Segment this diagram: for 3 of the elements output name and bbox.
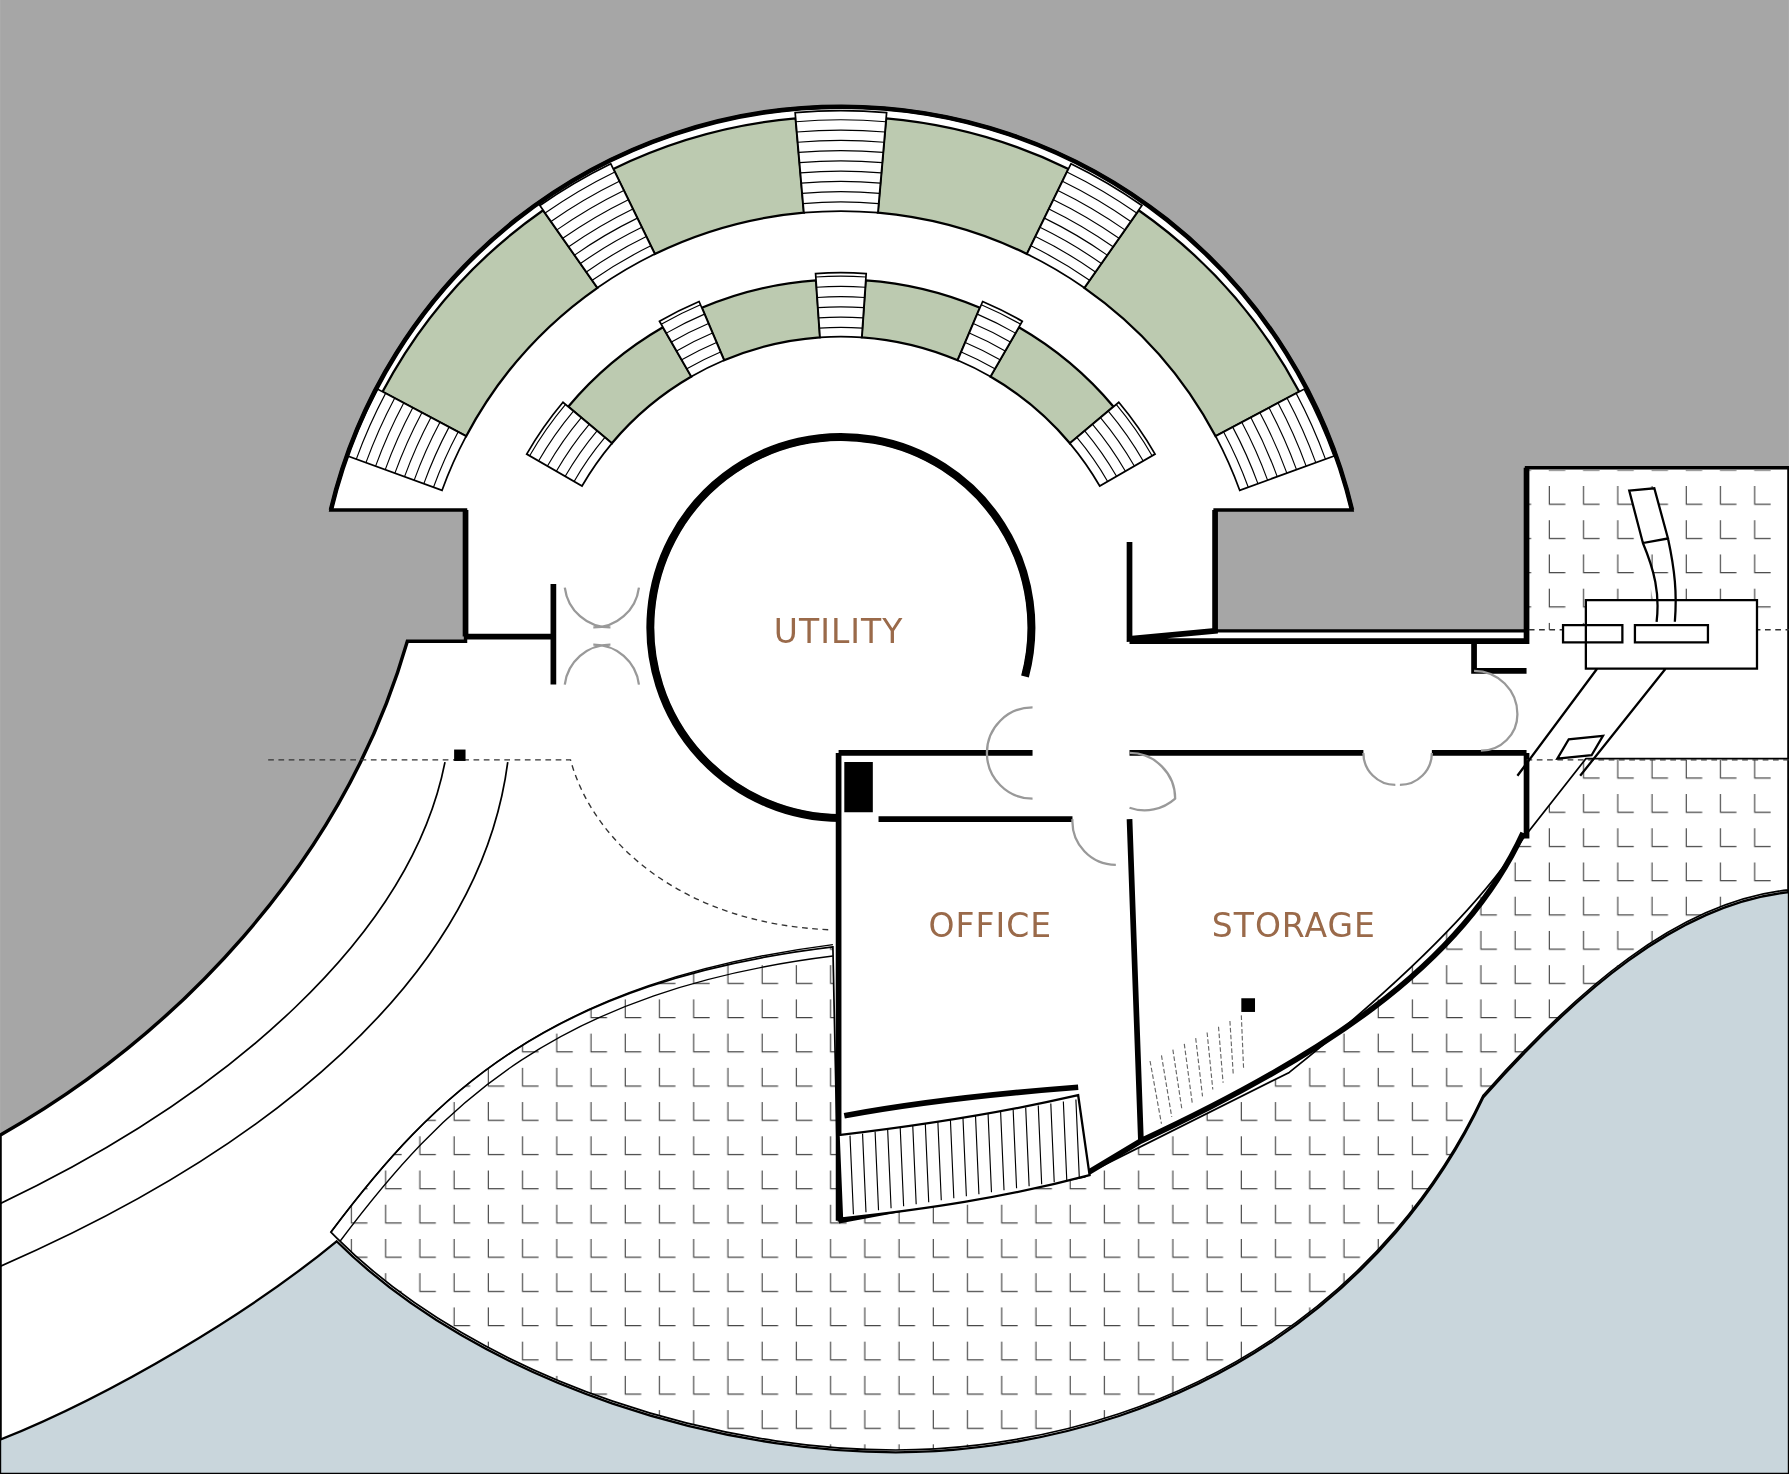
room-label: STORAGE	[1211, 905, 1376, 945]
room-label: OFFICE	[928, 905, 1053, 945]
room-label: UTILITY	[773, 611, 904, 651]
